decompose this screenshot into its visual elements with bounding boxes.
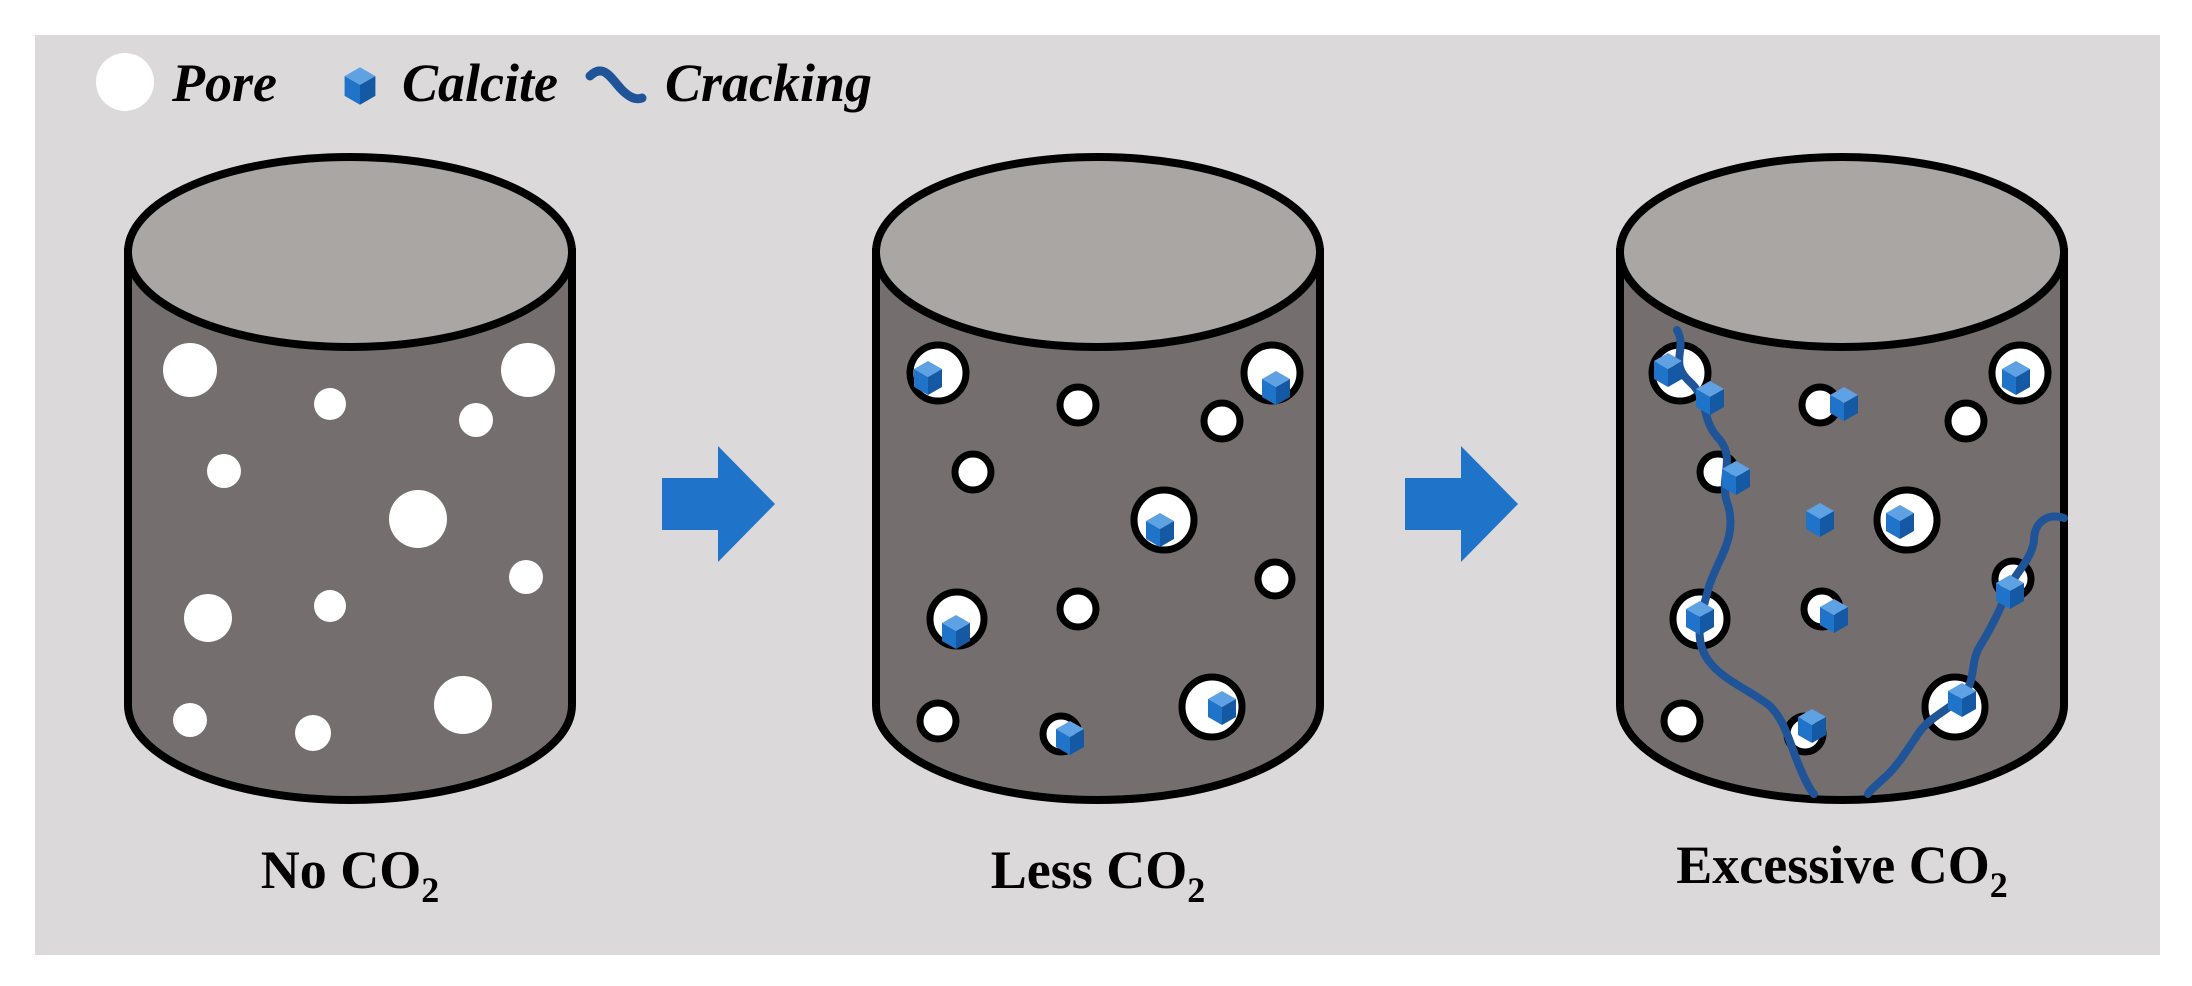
pore [434, 676, 492, 734]
pore [1200, 399, 1244, 443]
pore [207, 454, 241, 488]
caption-no-co2: No CO2 [261, 840, 440, 910]
cylinder-body [124, 248, 576, 804]
pore [916, 699, 960, 743]
pores [163, 343, 555, 751]
legend-calcite-icon [344, 67, 376, 105]
legend-cracking-icon [585, 66, 647, 104]
pore [314, 388, 346, 420]
pore [1056, 383, 1100, 427]
pore [951, 450, 995, 494]
pore [1056, 587, 1100, 631]
pore [389, 490, 447, 548]
legend-cracking-label: Cracking [665, 53, 872, 113]
pore [459, 403, 493, 437]
caption-excessive-co2: Excessive CO2 [1676, 835, 2007, 905]
cylinder-body [1616, 248, 2068, 804]
pore [295, 715, 331, 751]
pore [184, 594, 232, 642]
caption-less-co2: Less CO2 [991, 840, 1206, 910]
legend-pore-icon [96, 53, 154, 111]
pore [173, 703, 207, 737]
pore [1944, 399, 1988, 443]
pore [501, 343, 555, 397]
pore [509, 560, 543, 594]
cylinder-less-co2 [872, 153, 1324, 804]
pore [314, 590, 346, 622]
cylinder-top [124, 153, 576, 351]
arrow-right-icon [662, 446, 775, 562]
arrow-right-icon [1405, 446, 1518, 562]
cylinder-top [872, 153, 1324, 351]
legend-calcite-label: Calcite [402, 53, 558, 113]
crack-line [1864, 512, 2068, 798]
pore [1660, 699, 1704, 743]
legend: Pore Calcite Cracking [96, 53, 872, 113]
pore [163, 343, 217, 397]
legend-pore-label: Pore [171, 53, 277, 113]
cylinder-top [1616, 153, 2068, 351]
cylinder-no-co2 [124, 153, 576, 804]
pore [1254, 558, 1296, 600]
cylinder-excessive-co2 [1616, 153, 2068, 804]
cylinder-body [872, 248, 1324, 804]
